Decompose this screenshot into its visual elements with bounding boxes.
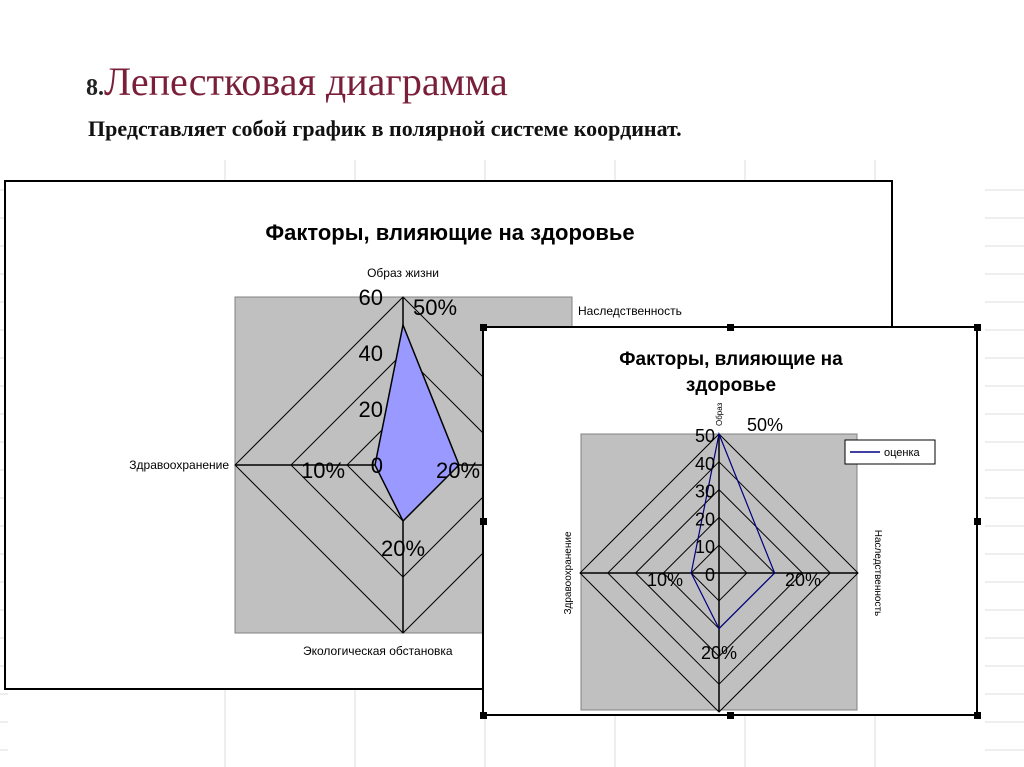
resize-handle[interactable] [480, 712, 487, 719]
resize-handle[interactable] [727, 324, 734, 331]
resize-handle[interactable] [480, 518, 487, 525]
axis-tick-label: 60 [359, 285, 383, 310]
slide-number: 8. [86, 75, 104, 101]
category-label: Экологическая обстановка [303, 644, 453, 658]
category-label: Наследственность [578, 304, 682, 318]
category-label: Здравоохранение [563, 531, 574, 615]
axis-tick-label: 10 [695, 537, 715, 557]
radar-chart-2: Факторы, влияющие на здоровье 0 10 20 30 40 50 5… [480, 324, 981, 719]
slide-title-text: Лепестковая диаграмма [104, 59, 508, 104]
chart-title-line: здоровье [686, 375, 776, 396]
resize-handle[interactable] [974, 712, 981, 719]
slide-title: 8.Лепестковая диаграмма [86, 58, 508, 105]
series-polygon [374, 322, 460, 523]
resize-handle[interactable] [974, 518, 981, 525]
legend: оценка [844, 439, 936, 465]
category-label: Образ [715, 402, 724, 426]
axis-tick-label: 40 [359, 341, 383, 366]
chart-title: Факторы, влияющие на здоровье [619, 349, 843, 396]
axis-tick-label: 50 [695, 426, 715, 446]
resize-handle[interactable] [974, 324, 981, 331]
chart-title: Факторы, влияющие на здоровье [265, 220, 634, 245]
data-label: 20% [436, 458, 480, 483]
data-label: 10% [647, 570, 683, 590]
slide-subtitle: Представляет собой график в полярной сис… [88, 116, 682, 141]
data-label: 50% [413, 295, 457, 320]
series-polygon [690, 431, 776, 630]
axis-tick-label: 30 [695, 482, 715, 502]
axis-tick-label: 0 [705, 565, 715, 585]
category-label: Наследственность [872, 530, 883, 617]
category-label: Здравоохранение [129, 458, 229, 472]
category-label: Образ жизни [367, 266, 439, 280]
axis-tick-label: 20 [359, 397, 383, 422]
resize-handle[interactable] [480, 324, 487, 331]
data-label: 50% [747, 415, 783, 435]
data-label: 20% [381, 536, 425, 561]
resize-handle[interactable] [727, 712, 734, 719]
axis-tick-label: 40 [695, 454, 715, 474]
data-label: 20% [785, 570, 821, 590]
data-label: 20% [701, 643, 737, 663]
chart-title-line: Факторы, влияющие на [619, 349, 843, 370]
axis-tick-label: 0 [371, 453, 383, 478]
legend-label: оценка [884, 447, 921, 459]
axis-tick-label: 20 [695, 509, 715, 529]
data-label: 10% [301, 458, 345, 483]
